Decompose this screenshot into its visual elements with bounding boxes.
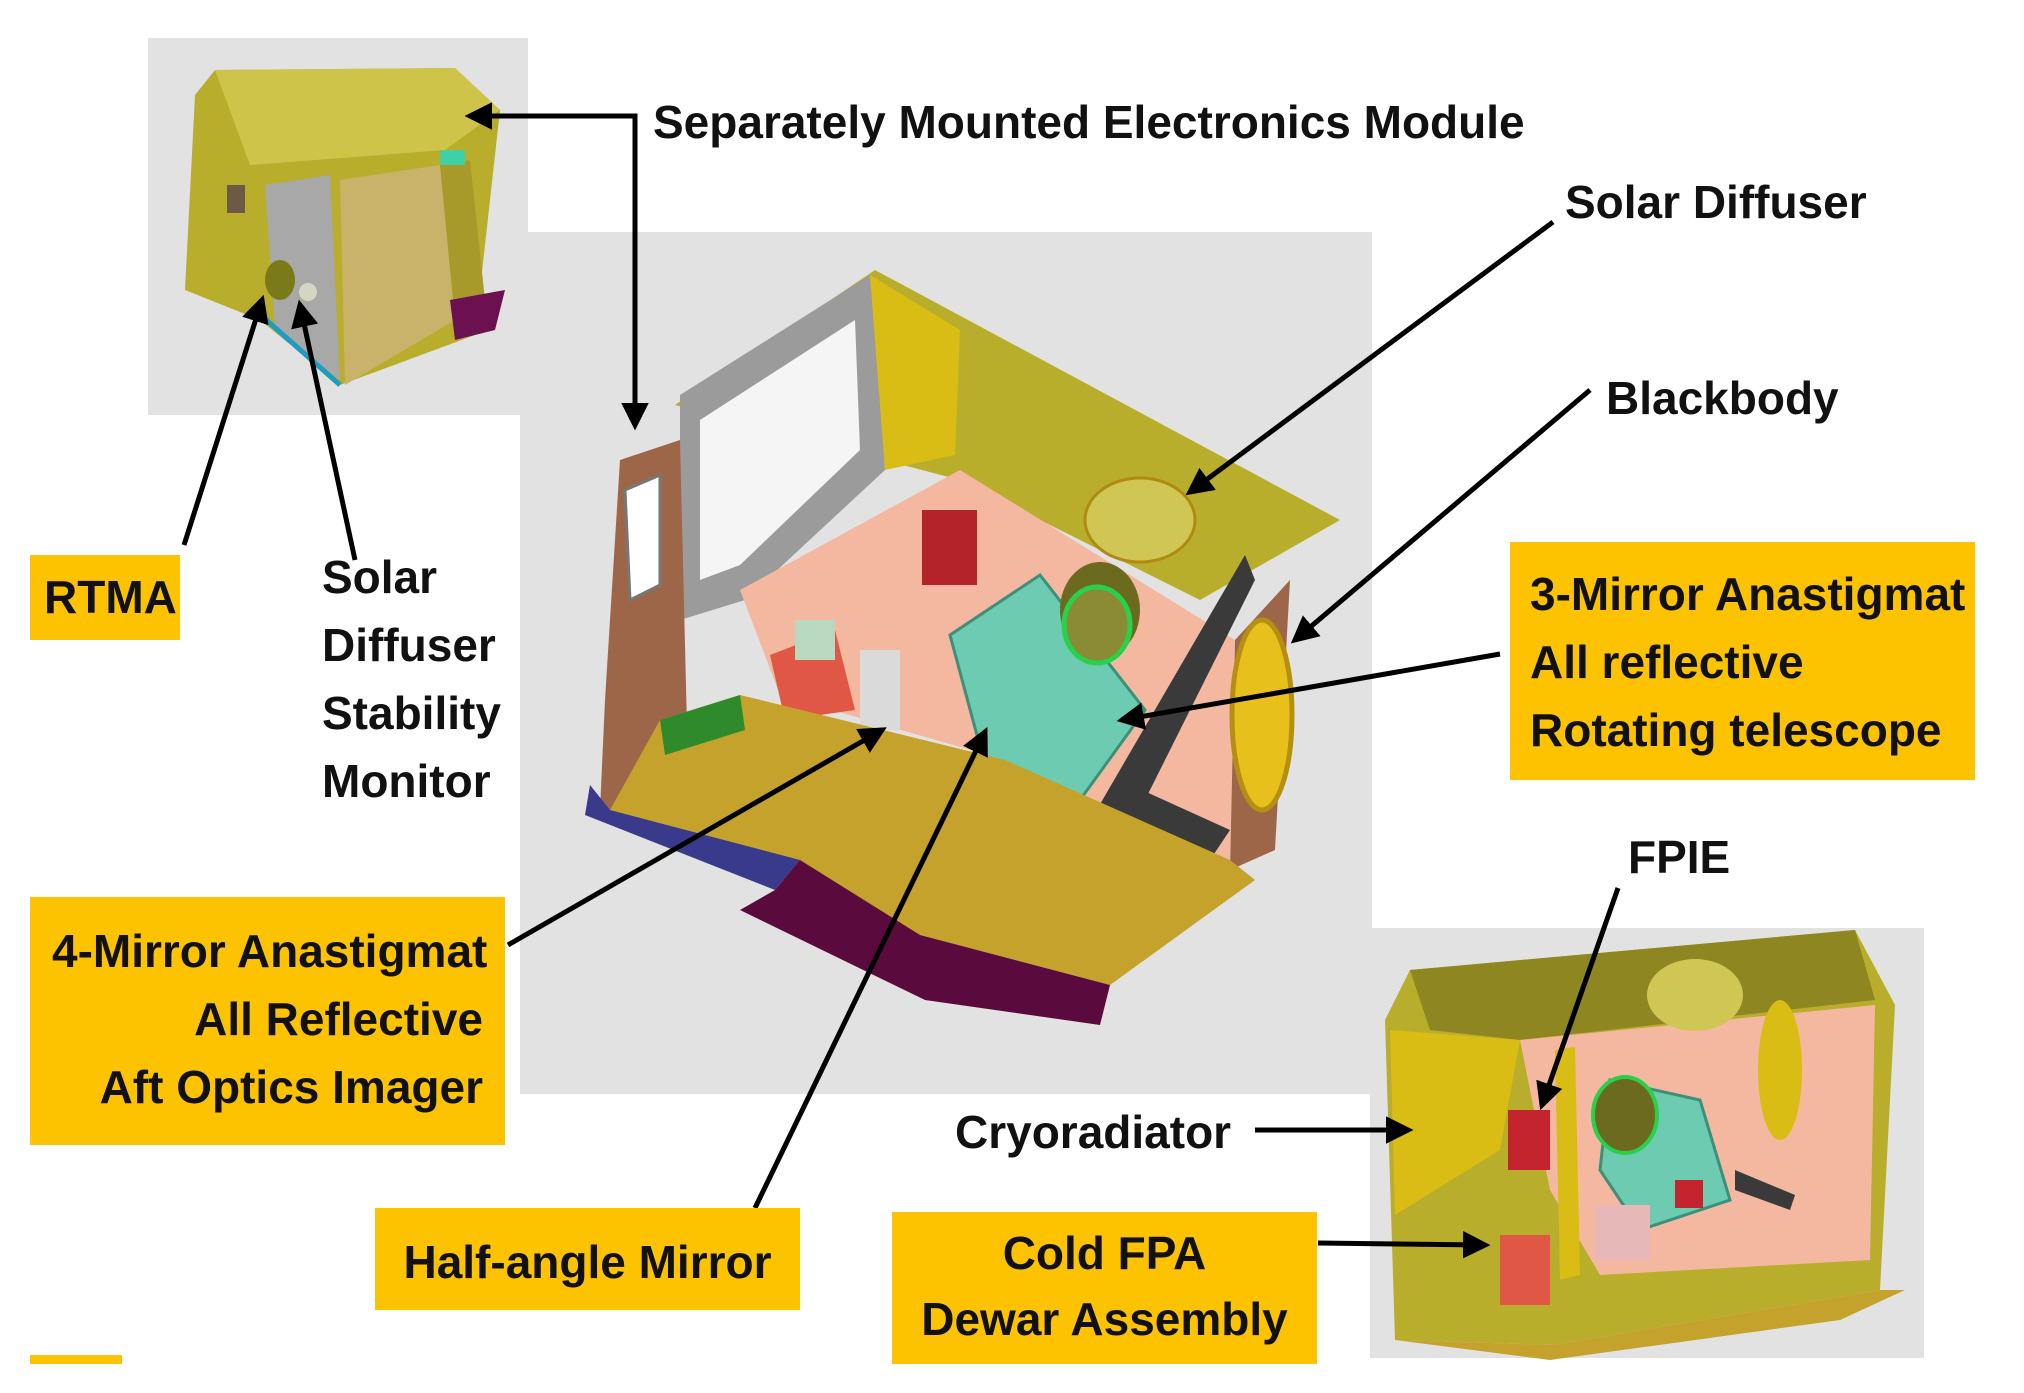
- main-instrument-render: [585, 270, 1340, 1025]
- label-half-angle-mirror: Half-angle Mirror: [375, 1208, 800, 1310]
- electronics-module-render: [185, 68, 505, 387]
- label-four-mirror-line-1: 4-Mirror Anastigmat: [52, 925, 488, 977]
- label-four-mirror-line-2: All Reflective: [194, 993, 483, 1045]
- label-three-mirror: 3-Mirror Anastigmat All reflective Rotat…: [1510, 542, 1975, 780]
- label-electronics-module: Separately Mounted Electronics Module: [653, 96, 1525, 148]
- label-three-mirror-line-1: 3-Mirror Anastigmat: [1530, 568, 1966, 620]
- label-cold-fpa-line-1: Cold FPA: [1002, 1227, 1207, 1279]
- label-sdsm-line-3: Stability: [322, 687, 501, 739]
- label-sdsm-line-4: Monitor: [322, 755, 491, 807]
- label-cold-fpa: Cold FPA Dewar Assembly: [892, 1212, 1317, 1364]
- label-solar-diffuser: Solar Diffuser: [1565, 176, 1867, 228]
- decorative-bar: [30, 1355, 122, 1364]
- label-rtma: RTMA: [30, 555, 180, 640]
- label-sdsm-line-1: Solar: [322, 551, 438, 603]
- label-sdsm-line-2: Diffuser: [322, 619, 496, 671]
- label-fpie: FPIE: [1628, 831, 1731, 883]
- inset-instrument-render: [1385, 930, 1905, 1360]
- label-blackbody: Blackbody: [1606, 372, 1839, 424]
- label-cryoradiator: Cryoradiator: [955, 1106, 1232, 1158]
- label-cold-fpa-line-2: Dewar Assembly: [921, 1293, 1288, 1345]
- label-three-mirror-line-3: Rotating telescope: [1530, 704, 1942, 756]
- label-sdsm: Solar Diffuser Stability Monitor: [322, 543, 501, 815]
- label-three-mirror-line-2: All reflective: [1530, 636, 1804, 688]
- label-four-mirror-line-3: Aft Optics Imager: [99, 1061, 483, 1113]
- label-four-mirror: 4-Mirror Anastigmat All Reflective Aft O…: [30, 897, 505, 1145]
